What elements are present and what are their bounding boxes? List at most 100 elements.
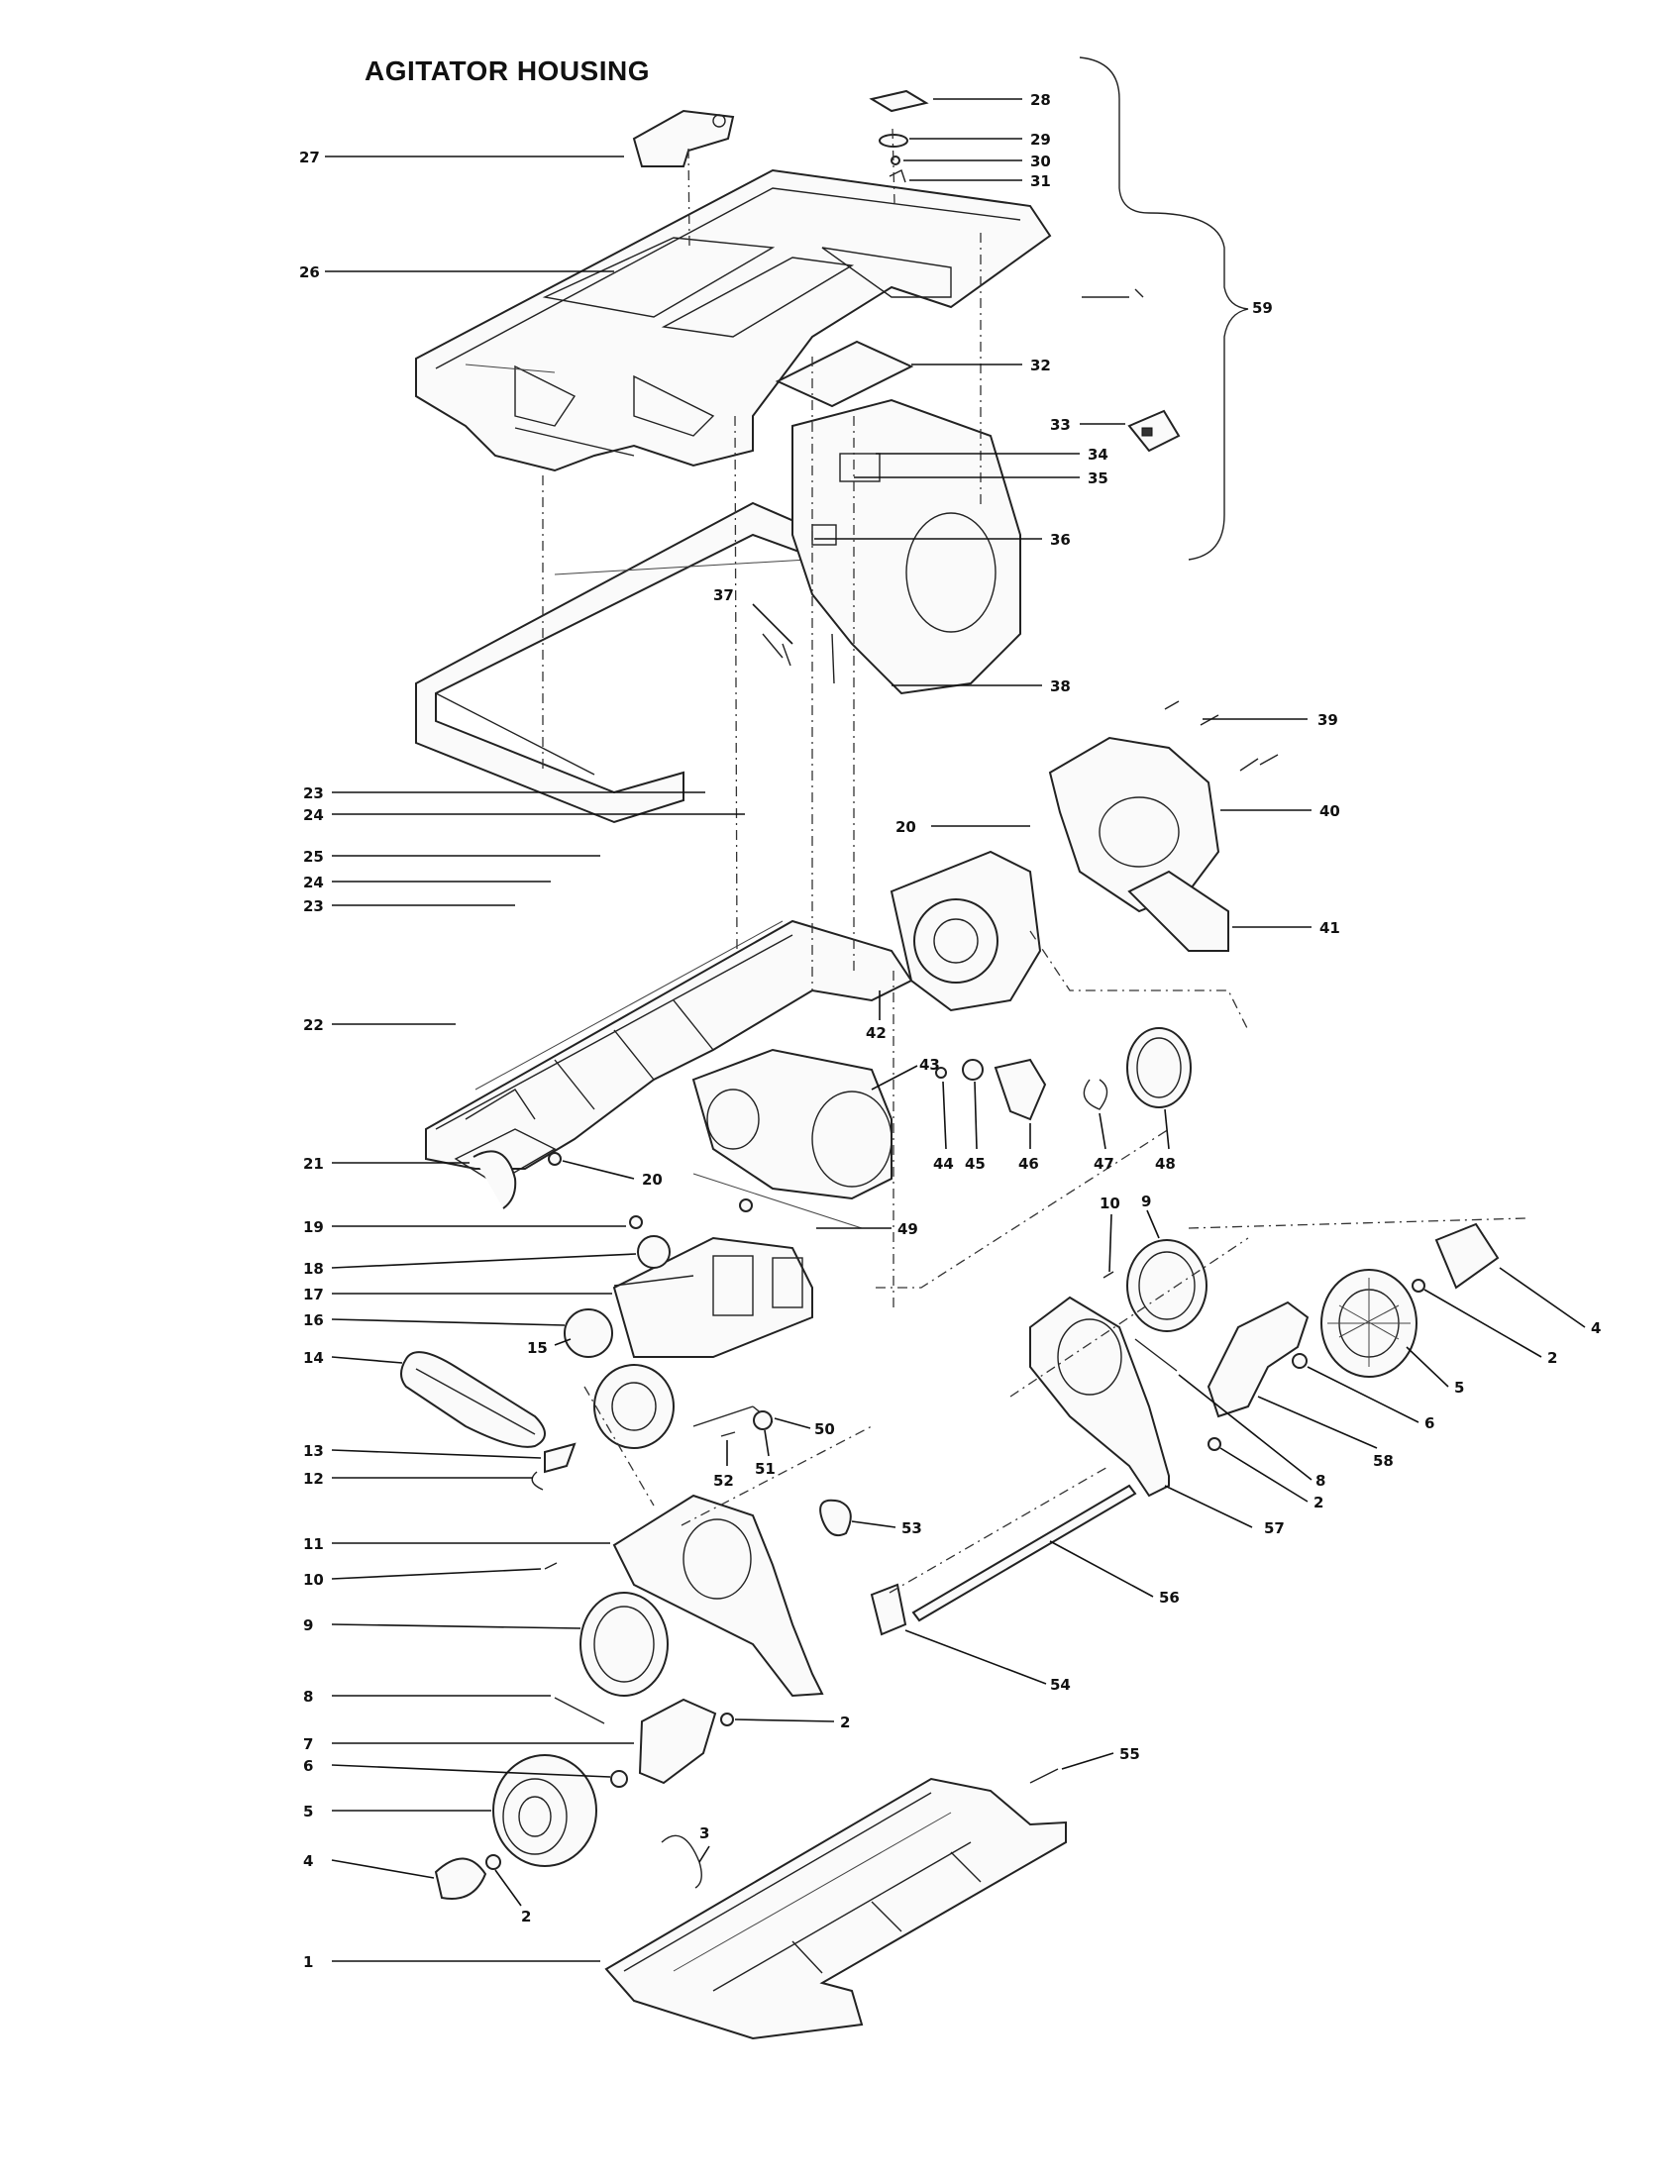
callout-32: 32 xyxy=(1030,357,1051,374)
callout-5-left: 5 xyxy=(303,1803,313,1820)
callout-5-right: 5 xyxy=(1454,1379,1464,1397)
callout-51: 51 xyxy=(755,1460,776,1478)
callout-10-right: 10 xyxy=(1100,1195,1120,1212)
callout-23-lower: 23 xyxy=(303,897,324,915)
part-28-lever xyxy=(869,89,929,113)
part-5-wheel-left xyxy=(492,1754,597,1867)
part-33-switch xyxy=(1127,409,1181,453)
callout-33: 33 xyxy=(1050,416,1071,434)
part-11-side-plate-left xyxy=(612,1494,824,1698)
part-4-cap-right xyxy=(1434,1222,1500,1290)
part-2-clip-left xyxy=(720,1713,734,1726)
callout-22: 22 xyxy=(303,1016,324,1034)
part-31-spring xyxy=(889,169,906,183)
part-5-wheel-right xyxy=(1320,1269,1418,1378)
part-1-base-plate xyxy=(604,1777,1067,2040)
part-2-clip-right xyxy=(1412,1279,1425,1293)
callout-45: 45 xyxy=(965,1155,986,1173)
callout-21: 21 xyxy=(303,1155,324,1173)
part-44-screw xyxy=(935,1067,947,1079)
part-45-washer xyxy=(962,1059,984,1081)
callout-12: 12 xyxy=(303,1470,324,1488)
callout-49: 49 xyxy=(897,1220,918,1238)
part-6-washer-left xyxy=(610,1770,628,1788)
part-12-ring xyxy=(531,1471,544,1491)
callout-2-left-upper: 2 xyxy=(840,1714,850,1731)
callout-2-left-lower: 2 xyxy=(521,1908,531,1925)
part-54-bracket xyxy=(870,1583,907,1636)
callout-43: 43 xyxy=(919,1056,940,1074)
callout-4-left: 4 xyxy=(303,1852,313,1870)
diagram-title: AGITATOR HOUSING xyxy=(365,55,650,86)
part-29-washer xyxy=(879,134,908,148)
callout-17: 17 xyxy=(303,1286,324,1303)
callout-30: 30 xyxy=(1030,153,1051,170)
callout-40: 40 xyxy=(1319,802,1340,820)
part-47-clip xyxy=(1083,1079,1108,1110)
callout-29: 29 xyxy=(1030,131,1051,149)
callout-leaders xyxy=(325,98,1586,1962)
part-10-screw-left xyxy=(544,1562,558,1570)
part-drawings xyxy=(400,56,1500,2040)
callout-4-right: 4 xyxy=(1591,1319,1601,1337)
callout-20-upper: 20 xyxy=(895,818,916,836)
part-7-bracket-left xyxy=(638,1698,717,1785)
callout-25: 25 xyxy=(303,848,324,866)
callout-24-upper: 24 xyxy=(303,806,324,824)
part-4-cap-left xyxy=(434,1857,487,1900)
part-41-arm xyxy=(1127,870,1229,952)
callout-58: 58 xyxy=(1373,1452,1394,1470)
callout-20-lower: 20 xyxy=(642,1171,663,1189)
callout-9-right: 9 xyxy=(1141,1193,1151,1210)
callout-27: 27 xyxy=(299,149,320,166)
callout-2-right-upper: 2 xyxy=(1547,1349,1557,1367)
callout-13: 13 xyxy=(303,1442,324,1460)
callout-8-left: 8 xyxy=(303,1688,313,1706)
part-18-bearing xyxy=(637,1235,671,1269)
callout-15: 15 xyxy=(527,1339,548,1357)
part-51-washer xyxy=(753,1410,773,1430)
callout-44: 44 xyxy=(933,1155,954,1173)
part-2-clip-right-lower xyxy=(1208,1437,1221,1451)
part-9-ring-left xyxy=(579,1592,669,1697)
callout-8-right: 8 xyxy=(1315,1472,1325,1490)
callout-9-left: 9 xyxy=(303,1616,313,1634)
part-8-spring-right xyxy=(1134,1338,1178,1372)
group-59-brace xyxy=(1079,56,1249,561)
callout-55: 55 xyxy=(1119,1745,1140,1763)
part-57-side-plate xyxy=(1029,1296,1170,1498)
callout-10-left: 10 xyxy=(303,1571,324,1589)
callout-41: 41 xyxy=(1319,919,1340,937)
callout-3: 3 xyxy=(699,1824,709,1842)
part-13-clip xyxy=(544,1442,577,1474)
callout-56: 56 xyxy=(1159,1589,1180,1607)
callout-28: 28 xyxy=(1030,91,1051,109)
callout-59: 59 xyxy=(1252,299,1273,317)
callout-42: 42 xyxy=(866,1024,887,1042)
callout-11: 11 xyxy=(303,1535,324,1553)
part-53-knob xyxy=(819,1499,852,1537)
part-15-pulley xyxy=(564,1308,613,1358)
callout-37: 37 xyxy=(713,586,734,604)
part-27-bracket xyxy=(632,109,735,167)
part-17-shaft xyxy=(613,1275,694,1287)
callout-16: 16 xyxy=(303,1311,324,1329)
callout-48: 48 xyxy=(1155,1155,1176,1173)
callout-54: 54 xyxy=(1050,1676,1071,1694)
callout-38: 38 xyxy=(1050,677,1071,695)
callout-18: 18 xyxy=(303,1260,324,1278)
callout-35: 35 xyxy=(1088,469,1108,487)
part-56-shaft xyxy=(911,1484,1137,1622)
part-6-washer-right xyxy=(1292,1353,1308,1369)
callout-39: 39 xyxy=(1317,711,1338,729)
part-52-screw xyxy=(720,1431,736,1437)
part-21-spring xyxy=(472,1150,517,1209)
callout-53: 53 xyxy=(901,1519,922,1537)
callout-23-upper: 23 xyxy=(303,784,324,802)
part-motor-fins xyxy=(712,1255,803,1316)
callout-47: 47 xyxy=(1094,1155,1114,1173)
part-40-rear-housing xyxy=(1048,736,1220,913)
part-20-screw xyxy=(548,1152,562,1166)
